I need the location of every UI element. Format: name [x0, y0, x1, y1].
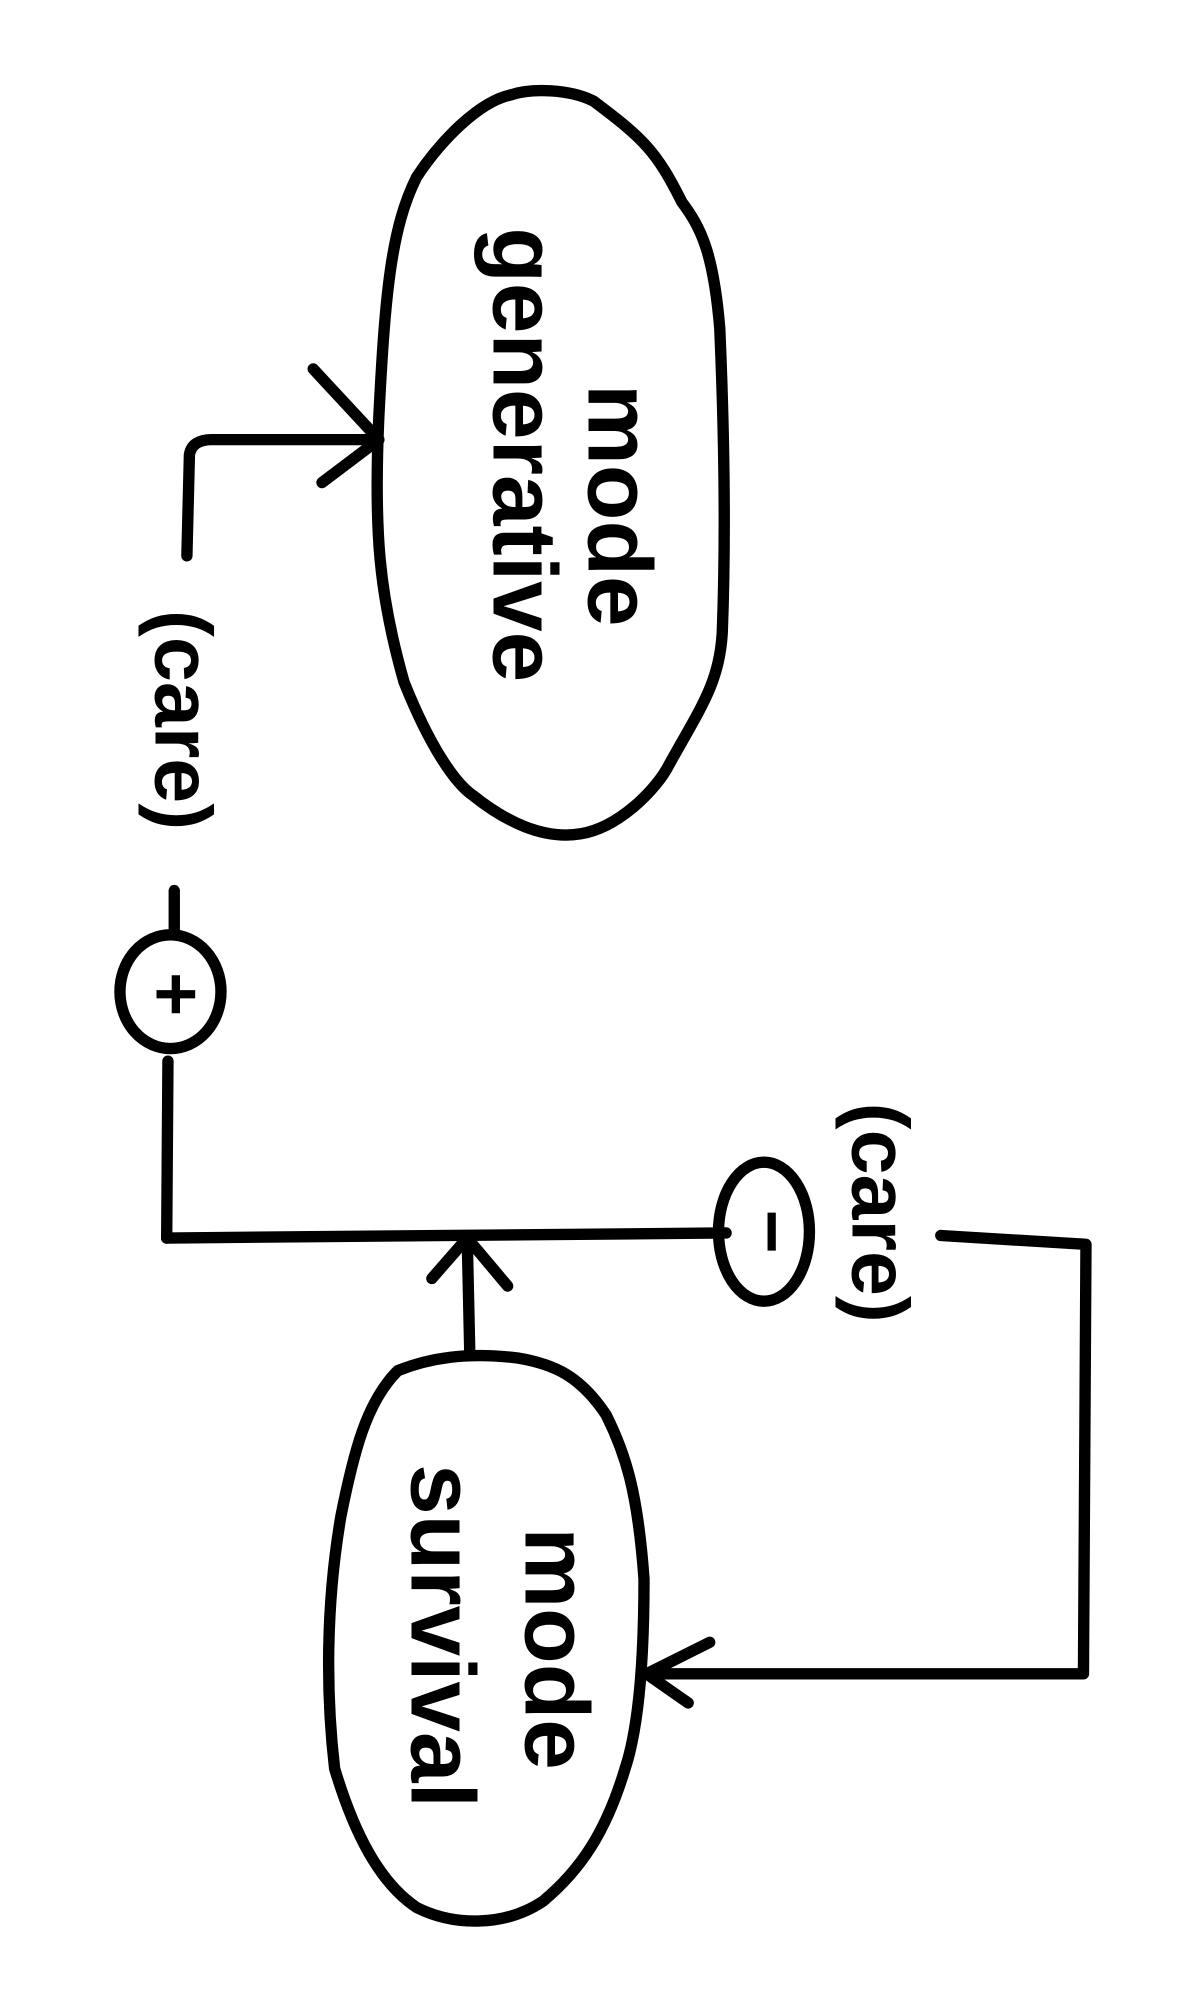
positive-care-label: (care) [137, 610, 227, 830]
minus-sign: − [729, 1210, 814, 1254]
main-horizontal-line [161, 1227, 732, 1244]
top-connector-line [181, 433, 385, 562]
generative-mode-node: generative mode [371, 84, 730, 841]
generative-mode-label-line1: generative [474, 227, 575, 682]
survival-mode-label-line1: survival [392, 1464, 493, 1808]
connector-lines [161, 363, 1092, 1709]
plus-circle-icon [114, 929, 227, 1055]
negative-edge: − (care) [712, 1103, 924, 1323]
negative-care-label: (care) [834, 1103, 924, 1323]
survival-mode-label-line2: mode [505, 1527, 606, 1770]
arrowhead-right-icon [307, 363, 385, 489]
arrowhead-left-icon [640, 1636, 716, 1709]
survival-up-line [461, 1232, 476, 1358]
minus-circle-icon [712, 1156, 816, 1307]
plus-sign: + [133, 972, 218, 1016]
negative-return-line [640, 1229, 1092, 1680]
left-vertical-line [161, 1055, 174, 1244]
survival-mode-node: survival mode [322, 1349, 650, 1927]
positive-edge: + (care) [114, 610, 227, 1055]
generative-mode-label-line2: mode [568, 384, 669, 627]
